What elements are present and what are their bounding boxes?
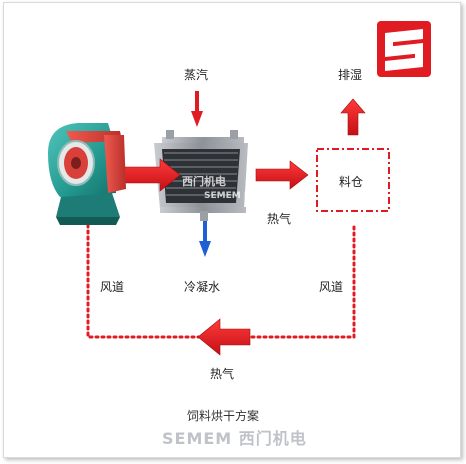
hot-air-label-bottom: 热气 <box>210 367 235 381</box>
diagram-canvas <box>48 21 431 356</box>
fan-icon <box>48 123 126 225</box>
diagram-caption: 饲料烘干方案 <box>187 409 260 423</box>
exhaust-arrow <box>340 98 366 136</box>
airflow-arrow-to-heater <box>121 158 181 192</box>
silo-box <box>316 148 390 212</box>
steam-label: 蒸汽 <box>184 68 209 82</box>
brand-text: SEMEM 西门机电 <box>162 429 307 448</box>
diagram-frame: 蒸汽 排湿 料仓 热气 冷凝水 风道 风道 热气 西门机电 SEMEM E&M … <box>3 2 461 458</box>
silo-label: 料仓 <box>339 175 364 189</box>
return-air-arrow <box>197 318 251 356</box>
steam-arrow <box>191 91 203 127</box>
condensate-label: 冷凝水 <box>184 280 221 294</box>
duct-label-left: 风道 <box>100 280 125 294</box>
duct-label-right: 风道 <box>319 280 344 294</box>
airflow-arrow-to-silo <box>255 160 309 190</box>
watermark-cn: 西门机电 <box>182 175 226 188</box>
watermark-en: SEMEM E&M <box>204 191 267 201</box>
air-duct-loop <box>86 199 356 339</box>
exhaust-label: 排湿 <box>338 68 363 82</box>
semem-logo-icon <box>377 21 431 77</box>
condensate-arrow <box>199 221 211 257</box>
heat-exchanger-icon <box>154 130 248 221</box>
hot-air-label-top: 热气 <box>267 212 292 226</box>
